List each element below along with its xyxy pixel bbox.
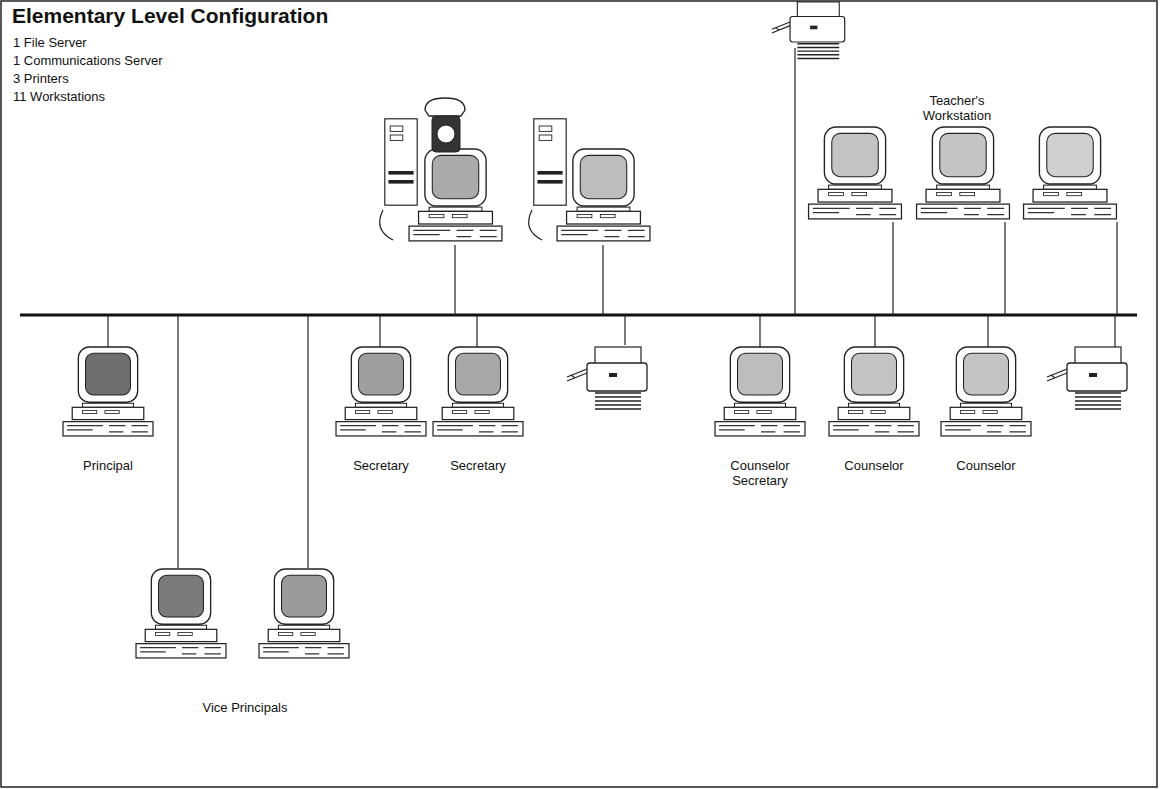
device-label: Teacher's Workstation <box>907 93 1007 123</box>
drop-lines <box>108 48 1117 568</box>
diagram-title: Elementary Level Configuration <box>12 4 328 28</box>
legend-line: 1 Communications Server <box>13 53 163 68</box>
printer <box>1047 347 1127 409</box>
printer <box>567 347 647 409</box>
file-server <box>529 119 650 241</box>
device-label: Counselor <box>956 458 1015 473</box>
workstation <box>63 347 153 436</box>
workstation <box>336 347 426 436</box>
workstation <box>715 347 805 436</box>
legend-line: 3 Printers <box>13 71 69 86</box>
legend-line: 1 File Server <box>13 35 87 50</box>
network-bus <box>20 314 1137 317</box>
workstation <box>809 127 902 219</box>
workstation <box>433 347 523 436</box>
device-label: Vice Principals <box>202 700 287 715</box>
workstation <box>259 569 349 658</box>
device-label: Principal <box>83 458 133 473</box>
device-label: Secretary <box>450 458 506 473</box>
legend-line: 11 Workstations <box>13 89 105 104</box>
device-label: Secretary <box>353 458 409 473</box>
device-label: Counselor Secretary <box>715 458 805 488</box>
workstation <box>1024 127 1117 219</box>
communications-server <box>380 98 502 241</box>
workstation <box>829 347 919 436</box>
printer <box>772 2 845 58</box>
device-label: Counselor <box>844 458 903 473</box>
workstation <box>917 127 1010 219</box>
workstation <box>941 347 1031 436</box>
workstation <box>136 569 226 658</box>
